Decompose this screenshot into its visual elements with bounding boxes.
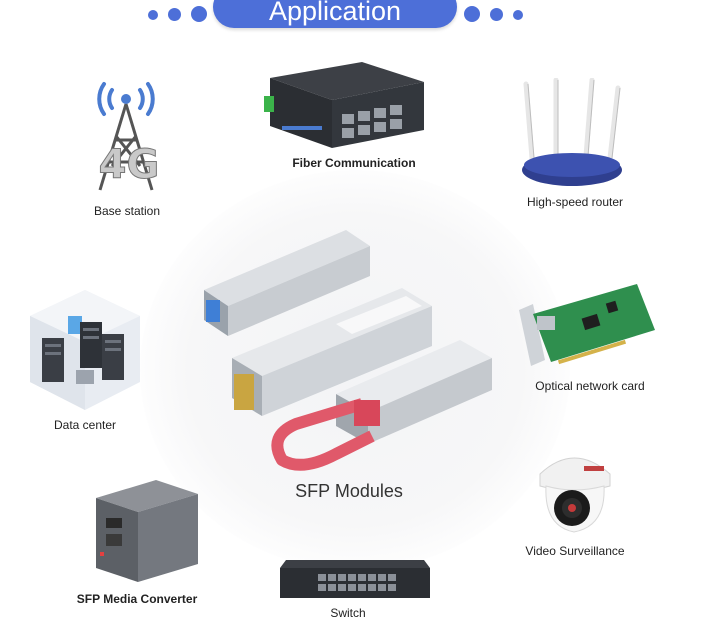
switch-image (278, 556, 432, 602)
base-station-badge: 4G (99, 142, 160, 188)
item-label-video-surveillance: Video Surveillance (525, 544, 625, 558)
banner-dot (191, 6, 207, 22)
fiber-switch-image (262, 56, 432, 152)
item-label-fiber-communication: Fiber Communication (292, 156, 416, 170)
media-converter-image (92, 478, 202, 584)
banner-dot (168, 8, 181, 21)
sfp-latch (271, 398, 375, 471)
item-label-high-speed-router: High-speed router (526, 195, 624, 209)
item-label-data-center: Data center (53, 418, 117, 432)
item-label-switch: Switch (330, 606, 366, 620)
camera-image (534, 446, 614, 536)
center-label: SFP Modules (295, 481, 403, 501)
item-label-optical-network-card: Optical network card (535, 379, 645, 393)
router-image (516, 78, 626, 190)
network-card-image (517, 280, 657, 370)
banner-dot (513, 10, 523, 20)
banner-dot (464, 6, 480, 22)
item-label-sfp-media-converter: SFP Media Converter (76, 592, 198, 606)
page-title: Application (213, 0, 457, 28)
base-station-image: 4G (76, 70, 176, 198)
sfp-modules-image (186, 224, 506, 474)
item-label-base-station: Base station (93, 204, 161, 218)
banner-dot (148, 10, 158, 20)
banner-dot (490, 8, 503, 21)
data-center-image (28, 288, 142, 412)
